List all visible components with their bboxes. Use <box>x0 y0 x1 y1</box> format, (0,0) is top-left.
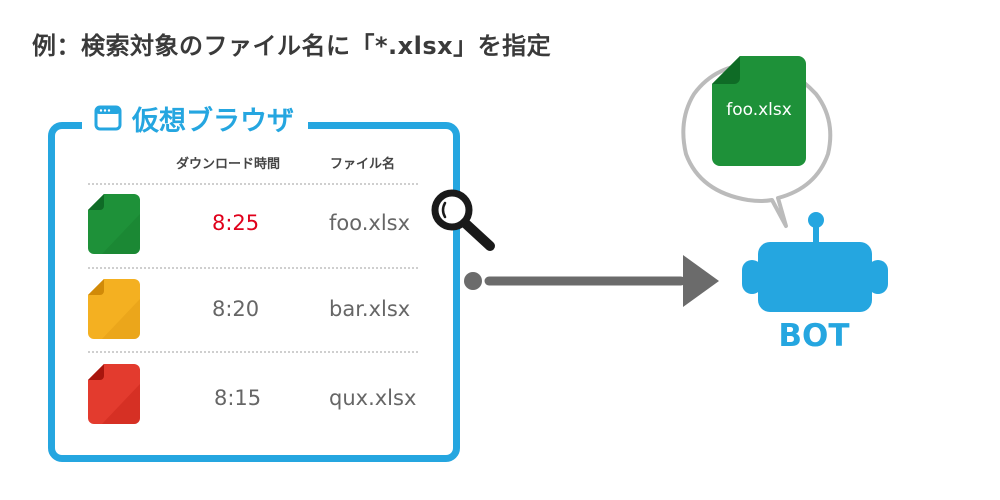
file-icon-red <box>88 364 140 424</box>
virtual-browser-title: 仮想ブラウザ <box>82 96 308 140</box>
file-name: foo.xlsx <box>329 211 411 235</box>
page-heading: 例：検索対象のファイル名に「*.xlsx」を指定 <box>32 32 552 60</box>
bot-robot-icon <box>742 212 888 312</box>
column-header-download-time: ダウンロード時間 <box>176 157 281 172</box>
magnifier-icon <box>431 189 495 251</box>
download-time: 8:25 <box>212 211 260 235</box>
row-divider <box>88 267 418 269</box>
flow-arrow <box>464 255 719 307</box>
browser-title-label: 仮想ブラウザ <box>132 105 294 137</box>
file-name: bar.xlsx <box>329 297 411 321</box>
file-icon-green <box>88 194 140 254</box>
row-divider <box>88 351 418 353</box>
download-time: 8:20 <box>212 297 260 321</box>
download-time: 8:15 <box>214 386 262 410</box>
browser-window-icon <box>94 105 122 131</box>
column-header-file-name: ファイル名 <box>330 157 396 172</box>
bubble-file-name: foo.xlsx <box>726 100 792 120</box>
row-divider <box>88 183 418 185</box>
bubble-file-icon <box>712 56 806 166</box>
bot-label: BOT <box>778 318 850 354</box>
file-icon-yellow <box>88 279 140 339</box>
file-name: qux.xlsx <box>329 386 417 410</box>
